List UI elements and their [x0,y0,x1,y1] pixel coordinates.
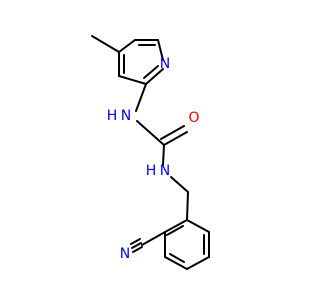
urea-nh-bottom-h-label: H [146,163,157,179]
bond-nh-bottom-ch2 [170,176,189,193]
bond-benzene-c1-c2-inner [166,225,184,236]
bond-benzene-c1-c2 [164,219,188,233]
bond-benzene-c3-c4 [164,256,188,270]
carbonyl-oxygen-label: O [188,110,199,126]
molecule-diagram: N N H O N H N [91,35,210,270]
bond-benzene-c3-c4-inner [169,253,185,263]
bond-layer [91,35,210,270]
bond-methyl [91,35,120,53]
nitrile-triple-c [130,238,141,245]
bond-carbonyl-double-a [163,131,188,146]
urea-nh-bottom-n-label: N [160,163,170,179]
bond-ring-c2-n [157,39,164,61]
urea-nh-top-h-label: H [107,108,118,124]
nitrile-nitrogen-label: N [120,246,130,262]
bond-c6-nh-top [135,83,147,112]
nitrile-triple-b [132,246,143,253]
bond-ring-c4-c3 [118,39,136,53]
bond-ring-n-c6 [145,68,164,85]
atom-label-layer: N N H O N H N [107,56,200,262]
bond-carbonyl-double-b [160,125,185,140]
nitrile-triple-a [131,242,142,249]
molecule-structure-svg: N N H O N H N [91,35,210,270]
bond-ring-n-c6-inner [143,65,159,79]
bond-carbonyl-c-nh-bottom [162,144,165,166]
bond-benzene-c4-c5 [186,256,210,270]
bond-ch2-ring [186,191,189,221]
bond-ring-to-nitrile-c [141,231,166,246]
urea-nh-top-n-label: N [121,108,131,124]
bond-benzene-c6-c1 [186,219,210,233]
bond-ring-c6-c5 [118,75,147,85]
pyridine-nitrogen-label: N [160,56,170,72]
bond-nh-top-carbonyl-c [136,120,165,146]
